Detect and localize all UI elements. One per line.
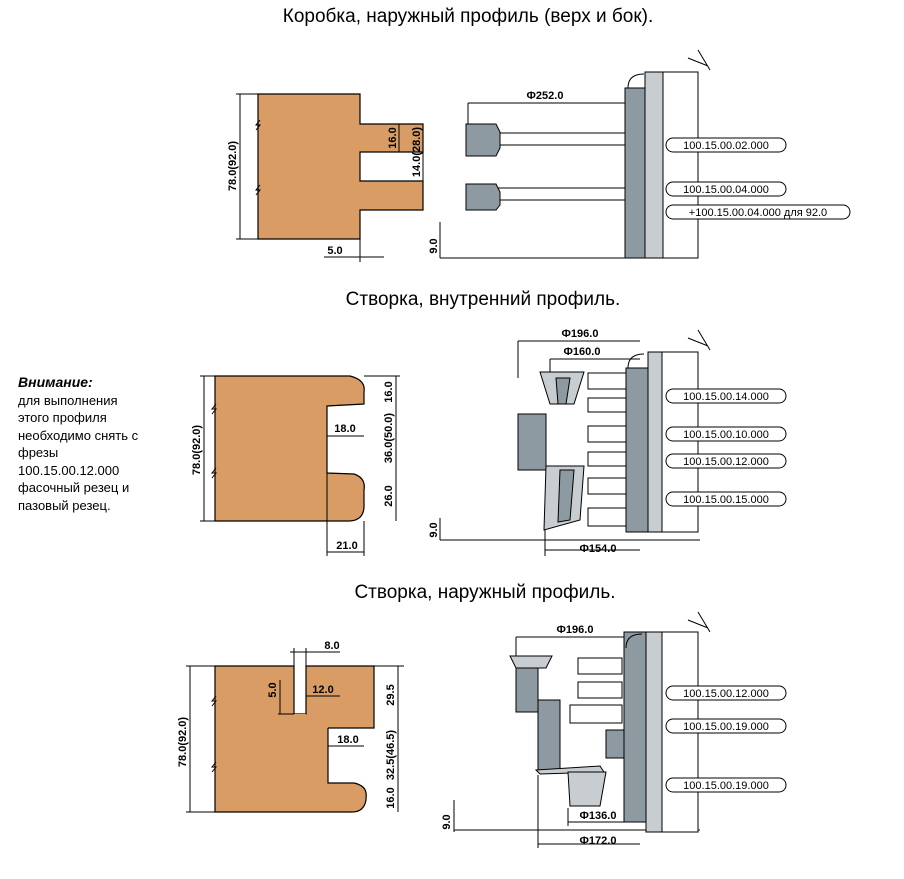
section-3-dimensions: 78.0(92.0) 8.0 5.0 12.0 29.5 18.0 32.5(4… <box>177 624 700 848</box>
s3-d6-dim: 32.5(46.5) <box>385 730 397 780</box>
s3-d1-dim: 8.0 <box>324 640 339 652</box>
s1-depth-dim: 5.0 <box>327 245 342 257</box>
s2-height-dim: 78.0(92.0) <box>191 425 203 475</box>
section-1-wood-profile <box>254 93 424 240</box>
s2-width-dim: 21.0 <box>336 540 357 552</box>
s2-part-2: 100.15.00.10.000 <box>683 429 769 441</box>
s1-part-3: +100.15.00.04.000 для 92.0 <box>689 207 827 219</box>
s2-d3-dim: 36.0(50.0) <box>383 413 395 463</box>
s3-diam2-dim: Ф136.0 <box>580 810 617 822</box>
s1-part-1: 100.15.00.02.000 <box>683 140 769 152</box>
section-2-title: Створка, внутренний профиль. <box>346 289 621 310</box>
s3-diam3-dim: Ф172.0 <box>580 835 617 847</box>
s2-d4-dim: 26.0 <box>383 485 395 506</box>
s2-d1-dim: 16.0 <box>383 381 395 402</box>
s3-d7-dim: 16.0 <box>385 787 397 808</box>
s3-part-1: 100.15.00.12.000 <box>683 688 769 700</box>
section-2-dimensions: 78.0(92.0) 16.0 18.0 36.0(50.0) 26.0 21.… <box>191 328 700 556</box>
s1-d2-dim: 14.0(28.0) <box>411 127 423 177</box>
warning-line-5: 100.15.00.12.000 <box>18 462 120 478</box>
s3-height-dim: 78.0(92.0) <box>177 717 189 767</box>
s1-part-2: 100.15.00.04.000 <box>683 184 769 196</box>
s3-part-3: 100.15.00.19.000 <box>683 780 769 792</box>
s2-diam3-dim: Ф154.0 <box>580 543 617 555</box>
warning-line-3: необходимо снять с <box>18 427 139 443</box>
warning-line-4: фрезы <box>18 445 59 460</box>
section-1-part-labels: 100.15.00.02.000 100.15.00.04.000 +100.1… <box>665 137 851 220</box>
s2-diam1-dim: Ф196.0 <box>562 328 599 340</box>
section-2-part-labels: 100.15.00.14.000 100.15.00.10.000 100.15… <box>665 388 787 507</box>
section-1-cutter <box>465 49 711 259</box>
s3-d5-dim: 18.0 <box>337 734 358 746</box>
s1-diameter-dim: Ф252.0 <box>527 90 564 102</box>
warning-line-6: фасочный резец и <box>18 480 130 495</box>
s2-diam2-dim: Ф160.0 <box>564 346 601 358</box>
warning-line-1: для выполнения <box>18 392 118 408</box>
s2-base-dim: 9.0 <box>428 522 440 537</box>
section-3-title: Створка, наружный профиль. <box>354 582 615 603</box>
warning-heading: Внимание: <box>18 374 93 390</box>
s1-height-dim: 78.0(92.0) <box>227 141 239 191</box>
s3-d4-dim: 29.5 <box>385 684 397 705</box>
section-2-cutter <box>517 329 711 533</box>
section-3-part-labels: 100.15.00.12.000 100.15.00.19.000 100.15… <box>665 685 787 793</box>
s1-base-dim: 9.0 <box>428 238 440 253</box>
s3-d3-dim: 12.0 <box>312 684 333 696</box>
warning-line-2: этого профиля <box>18 410 107 425</box>
s3-d2-dim: 5.0 <box>267 682 279 697</box>
section-1-title: Коробка, наружный профиль (верх и бок). <box>283 6 653 27</box>
s3-diam1-dim: Ф196.0 <box>557 624 594 636</box>
s3-part-2: 100.15.00.19.000 <box>683 721 769 733</box>
warning-note: Внимание: для выполнения этого профиля н… <box>18 374 188 514</box>
section-1-dimensions: 78.0(92.0) 16.0 14.0(28.0) 5.0 9.0 Ф252.… <box>227 90 660 262</box>
s2-part-3: 100.15.00.12.000 <box>683 456 769 468</box>
s2-part-1: 100.15.00.14.000 <box>683 391 769 403</box>
s3-base-dim: 9.0 <box>441 814 453 829</box>
section-2-wood-profile <box>210 375 365 522</box>
s2-part-4: 100.15.00.15.000 <box>683 494 769 506</box>
s2-d2-dim: 18.0 <box>334 423 355 435</box>
warning-line-7: пазовый резец. <box>18 497 111 513</box>
s1-d1-dim: 16.0 <box>387 127 399 148</box>
section-3-wood-profile <box>210 665 375 813</box>
